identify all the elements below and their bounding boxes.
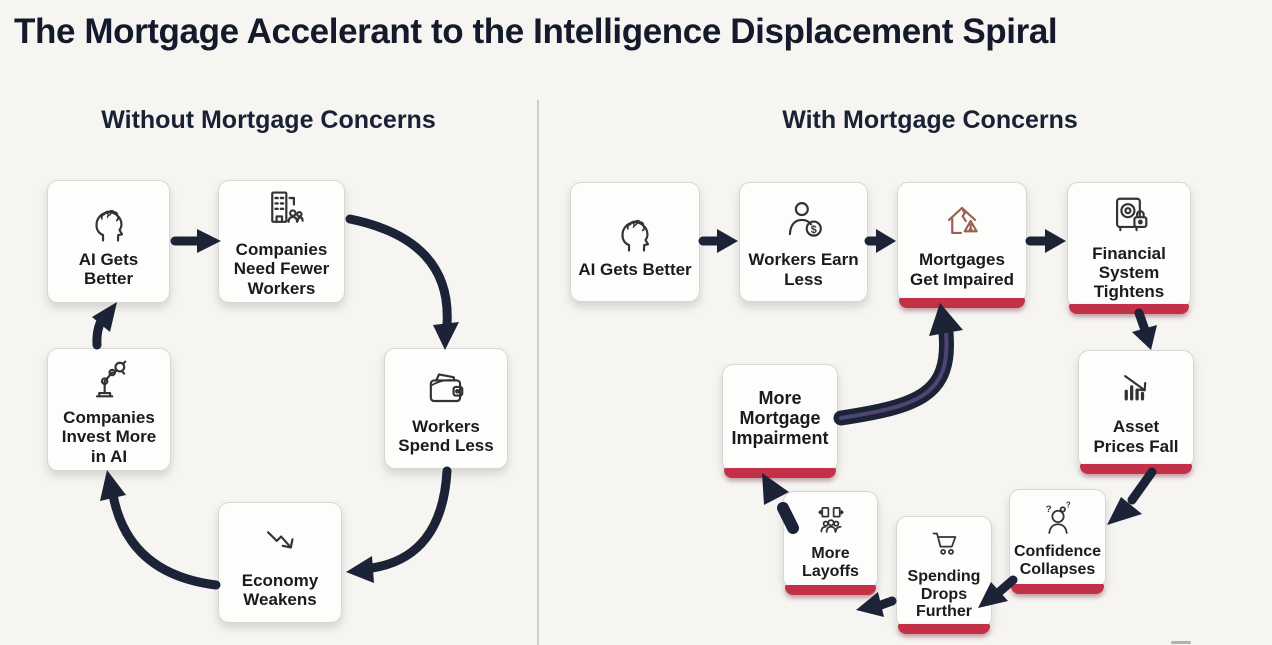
brain-head-icon [83, 195, 135, 247]
declining-arrow-icon [254, 516, 306, 568]
node-companies-need-fewer-workers: Companies Need Fewer Workers [218, 180, 345, 303]
heading-with-mortgage-concerns: With Mortgage Concerns [782, 106, 1078, 134]
svg-text:?: ? [1065, 501, 1070, 510]
node-more-mortgage-impairment: More Mortgage Impairment [722, 364, 838, 478]
arrow-more-mortgage-to-mortgages-swoosh [833, 303, 963, 426]
node-label: Workers Spend Less [398, 416, 494, 455]
node-label: Workers Earn Less [748, 250, 859, 289]
node-workers-spend-less: Workers Spend Less [384, 348, 508, 469]
arrow-ai-to-workers-earn-less [698, 229, 738, 253]
watermark-remnant [1171, 641, 1191, 644]
arrow-spending-to-layoffs [856, 592, 897, 617]
node-more-layoffs: More Layoffs [783, 491, 878, 595]
node-ai-gets-better-right: AI Gets Better [570, 182, 700, 302]
node-confidence-collapses: ?? Confidence Collapses [1009, 489, 1106, 594]
confused-person-icon: ?? [1037, 498, 1079, 540]
node-workers-earn-less: $ Workers Earn Less [739, 182, 868, 302]
node-companies-invest-more-in-ai: Companies Invest More in AI [47, 348, 171, 471]
node-label: More Mortgage Impairment [731, 387, 829, 449]
node-mortgages-get-impaired: Mortgages Get Impaired [897, 182, 1027, 308]
node-label: Companies Need Fewer Workers [233, 240, 330, 298]
arrow-financial-to-asset [1132, 308, 1157, 350]
falling-chart-icon [1110, 362, 1162, 414]
cracked-house-icon [936, 195, 988, 247]
node-label: Spending Drops Further [907, 567, 981, 621]
panel-divider [537, 100, 539, 645]
node-asset-prices-fall: Asset Prices Fall [1078, 350, 1194, 474]
arrow-invest-to-ai [92, 302, 117, 350]
company-building-icon [256, 185, 308, 237]
node-financial-system-tightens: Financial System Tightens [1067, 182, 1191, 314]
node-spending-drops-further: Spending Drops Further [896, 516, 992, 634]
layoffs-people-icon [810, 500, 852, 542]
node-label: Economy Weakens [241, 570, 319, 609]
node-label: Mortgages Get Impaired [910, 250, 1014, 289]
node-label: Confidence Collapses [1013, 543, 1102, 578]
node-label: Financial System Tightens [1092, 243, 1166, 302]
node-economy-weakens: Economy Weakens [218, 502, 342, 623]
arrow-mortgages-to-financial [1025, 229, 1066, 253]
arrow-asset-to-confidence [1107, 467, 1157, 525]
brain-head-icon [609, 205, 661, 257]
arrow-companies-to-workers-spend-less [345, 214, 459, 350]
heading-without-mortgage-concerns: Without Mortgage Concerns [101, 106, 436, 134]
worker-earnings-icon: $ [778, 195, 830, 247]
svg-text:$: $ [810, 224, 816, 236]
bank-vault-icon [1103, 189, 1155, 241]
shopping-cart-icon [923, 523, 965, 565]
wallet-icon [420, 362, 472, 414]
arrow-economy-to-invest [100, 470, 221, 590]
node-label: AI Gets Better [578, 259, 692, 279]
svg-text:?: ? [1045, 504, 1051, 515]
page-title: The Mortgage Accelerant to the Intellige… [14, 12, 1058, 51]
node-label: More Layoffs [802, 544, 859, 580]
robot-arm-icon [83, 353, 135, 405]
arrow-workers-earn-less-to-mortgages [864, 229, 896, 253]
node-label: AI Gets Better [78, 249, 139, 288]
arrow-ai-to-companies [170, 229, 221, 253]
node-label: Companies Invest More in AI [61, 408, 157, 466]
node-label: Asset Prices Fall [1093, 417, 1179, 456]
arrow-workers-spend-less-to-economy [346, 466, 452, 583]
node-ai-gets-better-left: AI Gets Better [47, 180, 170, 303]
